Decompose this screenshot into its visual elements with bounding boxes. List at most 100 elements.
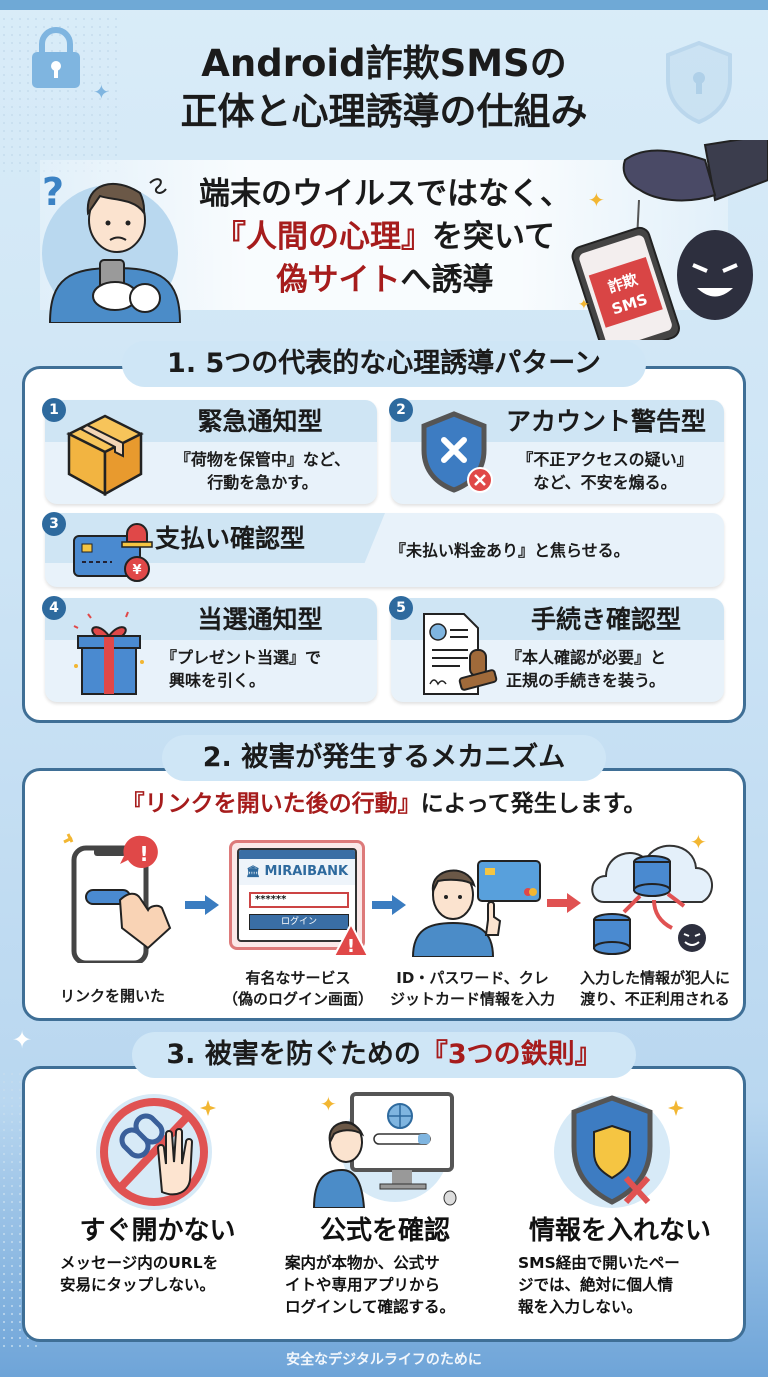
man-entering-card-info-icon [411, 860, 541, 957]
rule-desc-line: ログインして確認する。 [285, 1298, 456, 1316]
pattern-title: 手続き確認型 [530, 605, 681, 634]
section-3-heading-highlight: 『3つの鉄則』 [420, 1039, 602, 1070]
pattern-desc-line: 『荷物を保管中』など、 [174, 450, 351, 469]
step-label: ID・パスワード、クレジットカード情報を入力 [385, 968, 560, 1010]
step-label-line: ジットカード情報を入力 [389, 990, 555, 1008]
shield-x-icon [421, 411, 493, 493]
top-bar [0, 0, 768, 10]
bank-name-text: MIRAIBANK [264, 864, 349, 879]
section-3-heading-prefix: 3. 被害を防ぐための [166, 1039, 421, 1070]
section-2-heading: 2. 被害が発生するメカニズム [162, 735, 606, 781]
rule-title: 情報を入れない [528, 1216, 711, 1246]
browser-window: 🏛 MIRAIBANK ****** ログイン [237, 848, 357, 942]
warning-triangle-icon: ! [332, 922, 370, 957]
step-label-line: （偽のログイン画面） [222, 990, 373, 1008]
rule-desc-line: SMS経由で開いたペー [518, 1254, 680, 1272]
pattern-number-badge: 1 [42, 398, 66, 422]
hero-highlight-fake-site: 偽サイト [276, 262, 401, 298]
rule-title: すぐ開かない [79, 1216, 236, 1246]
title-line-2: 正体と心理誘導の仕組み [180, 90, 588, 133]
password-field[interactable]: ****** [249, 892, 349, 908]
mechanism-highlight: 『リンクを開いた後の行動』 [121, 791, 421, 817]
pattern-desc-line: 『未払い料金あり』と焦らせる。 [390, 541, 630, 560]
document-stamp-icon [423, 613, 498, 695]
hero-line-2: 『人間の心理』を突いて [190, 216, 580, 259]
question-mark-icon: ? [42, 170, 65, 214]
pattern-desc-line: 『不正アクセスの疑い』 [517, 450, 693, 469]
pattern-desc: 『不正アクセスの疑い』など、不安を煽る。 [491, 448, 719, 494]
rule-desc: メッセージ内のURLを安易にタップしない。 [60, 1252, 270, 1296]
section-3-heading: 3. 被害を防ぐための『3つの鉄則』 [132, 1032, 636, 1078]
phone-tap-link-icon: ! [63, 833, 172, 963]
step-label-line: ID・パスワード、クレ [396, 969, 549, 987]
rule-desc: SMS経由で開いたページでは、絶対に個人情報を入力しない。 [518, 1252, 728, 1318]
rule-title: 公式を確認 [319, 1216, 450, 1246]
arrow-right-icon [547, 893, 581, 913]
pattern-desc-line: 『本人確認が必要』と [506, 648, 667, 667]
pattern-desc-line: 正規の手続きを装う。 [506, 671, 666, 690]
step-label-line: 渡り、不正利用される [580, 990, 730, 1008]
computer-search-icon [312, 1092, 457, 1208]
pattern-desc-line: 『プレゼント当選』で [161, 648, 322, 667]
rule-desc-line: メッセージ内のURLを [60, 1254, 219, 1272]
step-label-line: 入力した情報が犯人に [579, 969, 730, 987]
step-label-line: 有名なサービス [245, 969, 351, 987]
pattern-desc-line: 行動を急かす。 [207, 473, 318, 492]
rule-desc-line: ジでは、絶対に個人情 [518, 1276, 674, 1294]
pattern-number-badge: 4 [42, 596, 66, 620]
rule-desc-line: 案内が本物か、公式サ [285, 1254, 440, 1272]
rule-desc: 案内が本物か、公式サイトや専用アプリからログインして確認する。 [285, 1252, 485, 1318]
step-label-line: リンクを開いた [59, 987, 165, 1005]
arrow-right-icon [372, 895, 406, 915]
no-link-hand-icon [96, 1094, 216, 1210]
shield-cross-icon [554, 1095, 684, 1208]
pattern-number-badge: 2 [389, 398, 413, 422]
bank-icon: 🏛 [245, 865, 260, 878]
arrow-right-icon [185, 895, 219, 915]
pattern-desc: 『プレゼント当選』で興味を引く。 [155, 646, 355, 692]
bank-name: 🏛 MIRAIBANK [239, 859, 355, 885]
pattern-desc: 『未払い料金あり』と焦らせる。 [390, 539, 690, 562]
footer-tagline: 安全なデジタルライフのために [286, 1352, 482, 1368]
sparkle-icon: ✦ [588, 188, 605, 212]
fake-login-screen: 🏛 MIRAIBANK ****** ログイン [229, 840, 365, 950]
hero-line-3-rest: へ誘導 [400, 262, 494, 298]
sparkle-icon: ✦ [690, 830, 707, 854]
step-label: リンクを開いた [40, 986, 185, 1007]
pattern-title: 緊急通知型 [197, 407, 323, 436]
svg-text:!: ! [347, 936, 355, 957]
credit-card-alarm-icon: ¥ [73, 523, 153, 582]
pattern-desc-line: など、不安を煽る。 [533, 473, 677, 492]
page-title: Android詐欺SMSの 正体と心理誘導の仕組み [0, 40, 768, 136]
hero-line-3: 偽サイトへ誘導 [190, 259, 580, 302]
package-box-icon [66, 414, 144, 496]
cloud-data-theft-icon [591, 844, 713, 955]
pattern-title: 支払い確認型 [155, 524, 306, 553]
hero-message: 端末のウイルスではなく、 『人間の心理』を突いて 偽サイトへ誘導 [190, 173, 580, 302]
sparkle-icon: ✦ [93, 80, 110, 104]
svg-text:!: ! [139, 842, 148, 866]
pattern-number-badge: 3 [42, 512, 66, 536]
sparkle-icon: ✦ [578, 297, 590, 313]
pattern-title: 当選通知型 [197, 605, 323, 634]
lock-icon [32, 27, 80, 88]
hacker-hook-phone-icon: 詐欺 SMS [571, 140, 768, 340]
rule-desc-line: 報を入力しない。 [518, 1298, 643, 1316]
worried-man-with-phone-icon [42, 178, 182, 323]
hero-line-2-rest: を突いて [431, 219, 556, 255]
sparkle-icon: ✦ [320, 1092, 337, 1116]
mechanism-subtitle: 『リンクを開いた後の行動』によって発生します。 [22, 786, 746, 822]
browser-titlebar [239, 850, 355, 859]
hero-line-1: 端末のウイルスではなく、 [199, 176, 571, 212]
step-label: 入力した情報が犯人に渡り、不正利用される [565, 968, 745, 1010]
hero-highlight-psychology: 『人間の心理』 [214, 219, 432, 255]
pattern-desc: 『荷物を保管中』など、行動を急かす。 [155, 448, 370, 494]
title-line-1: Android詐欺SMSの [201, 42, 567, 85]
pattern-desc: 『本人確認が必要』と正規の手続きを装う。 [506, 646, 716, 692]
rule-desc-line: 安易にタップしない。 [60, 1276, 216, 1294]
svg-text:¥: ¥ [132, 563, 141, 578]
rule-desc-line: イトや専用アプリから [285, 1276, 441, 1294]
section-1-heading: 1. 5つの代表的な心理誘導パターン [122, 341, 646, 387]
database-icon [633, 855, 671, 897]
login-button[interactable]: ログイン [249, 914, 349, 930]
